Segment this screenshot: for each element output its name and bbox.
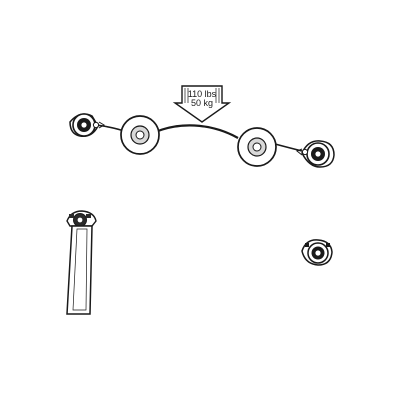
strap-outline bbox=[66, 225, 93, 315]
weight-label-lbs: 110 lbs bbox=[188, 89, 217, 99]
tensioner-strap bbox=[66, 225, 93, 315]
load-arrow-shape bbox=[172, 85, 232, 123]
left-anchor-screw-icon bbox=[92, 121, 100, 129]
cable-right-segment bbox=[274, 143, 303, 152]
weight-label-kg: 50 kg bbox=[191, 98, 213, 108]
left-wall-anchor bbox=[69, 113, 105, 138]
loose-anchor bbox=[301, 239, 333, 266]
load-arrow: 110 lbs 50 kg bbox=[172, 85, 232, 123]
tensioner-clip bbox=[66, 210, 97, 227]
left-pulley bbox=[120, 115, 160, 155]
strap-inner-line bbox=[72, 228, 88, 311]
cable-left-segment bbox=[95, 124, 125, 132]
cable-main-segment bbox=[157, 124, 239, 139]
right-anchor-screw-icon bbox=[301, 148, 309, 156]
right-wall-anchor bbox=[296, 140, 335, 168]
right-pulley bbox=[237, 127, 277, 167]
